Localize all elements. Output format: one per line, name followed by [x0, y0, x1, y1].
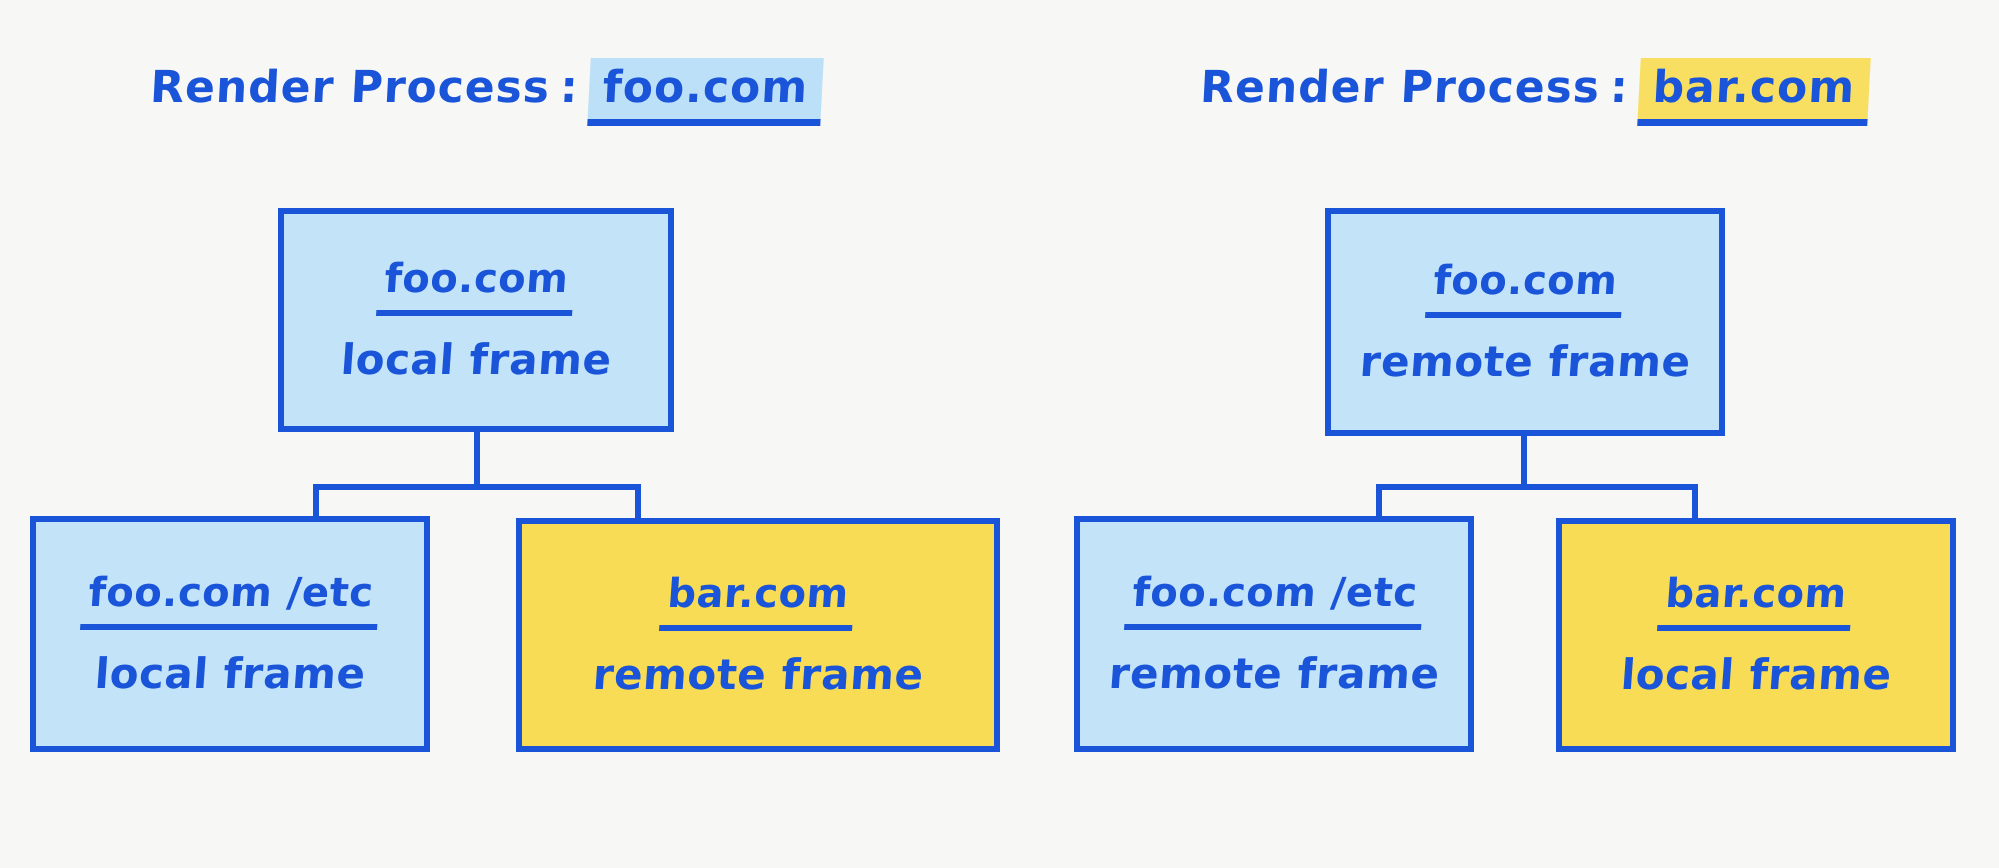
render-process-title-left: Render Process:foo.com [148, 58, 824, 126]
connector-child1-drop-right [1376, 484, 1382, 524]
frame-kind-label: remote frame [1107, 648, 1442, 698]
frame-node-child-2-right[interactable]: bar.com local frame [1556, 518, 1956, 752]
frame-node-root-left[interactable]: foo.com local frame [278, 208, 674, 432]
frame-kind-label: local frame [339, 334, 614, 384]
connector-horizontal-right [1376, 484, 1698, 490]
frame-node-child-1-right[interactable]: foo.com /etc remote frame [1074, 516, 1474, 752]
connector-child2-drop-left [635, 484, 641, 524]
frame-node-root-right[interactable]: foo.com remote frame [1325, 208, 1725, 436]
title-host-left: foo.com [586, 58, 824, 126]
frame-host-label: foo.com /etc [1123, 570, 1425, 630]
frame-host-label: bar.com [659, 571, 857, 631]
connector-horizontal-left [313, 484, 641, 490]
title-separator-right: : [1608, 62, 1631, 113]
frame-host-label: bar.com [1657, 571, 1855, 631]
connector-root-stem-left [474, 430, 480, 488]
frame-node-child-2-left[interactable]: bar.com remote frame [516, 518, 1000, 752]
title-separator-left: : [558, 62, 581, 113]
frame-kind-label: local frame [93, 648, 368, 698]
frame-kind-label: remote frame [591, 649, 926, 699]
frame-host-label: foo.com [376, 256, 576, 316]
frame-host-label: foo.com [1425, 258, 1625, 318]
connector-child2-drop-right [1692, 484, 1698, 524]
frame-node-child-1-left[interactable]: foo.com /etc local frame [30, 516, 430, 752]
title-label-left: Render Process [148, 62, 552, 113]
title-label-right: Render Process [1198, 62, 1602, 113]
connector-root-stem-right [1521, 434, 1527, 488]
frame-kind-label: local frame [1619, 649, 1894, 699]
render-process-title-right: Render Process:bar.com [1198, 58, 1871, 126]
connector-child1-drop-left [313, 484, 319, 524]
frame-host-label: foo.com /etc [79, 570, 381, 630]
frame-kind-label: remote frame [1358, 336, 1693, 386]
title-host-right: bar.com [1636, 58, 1871, 126]
